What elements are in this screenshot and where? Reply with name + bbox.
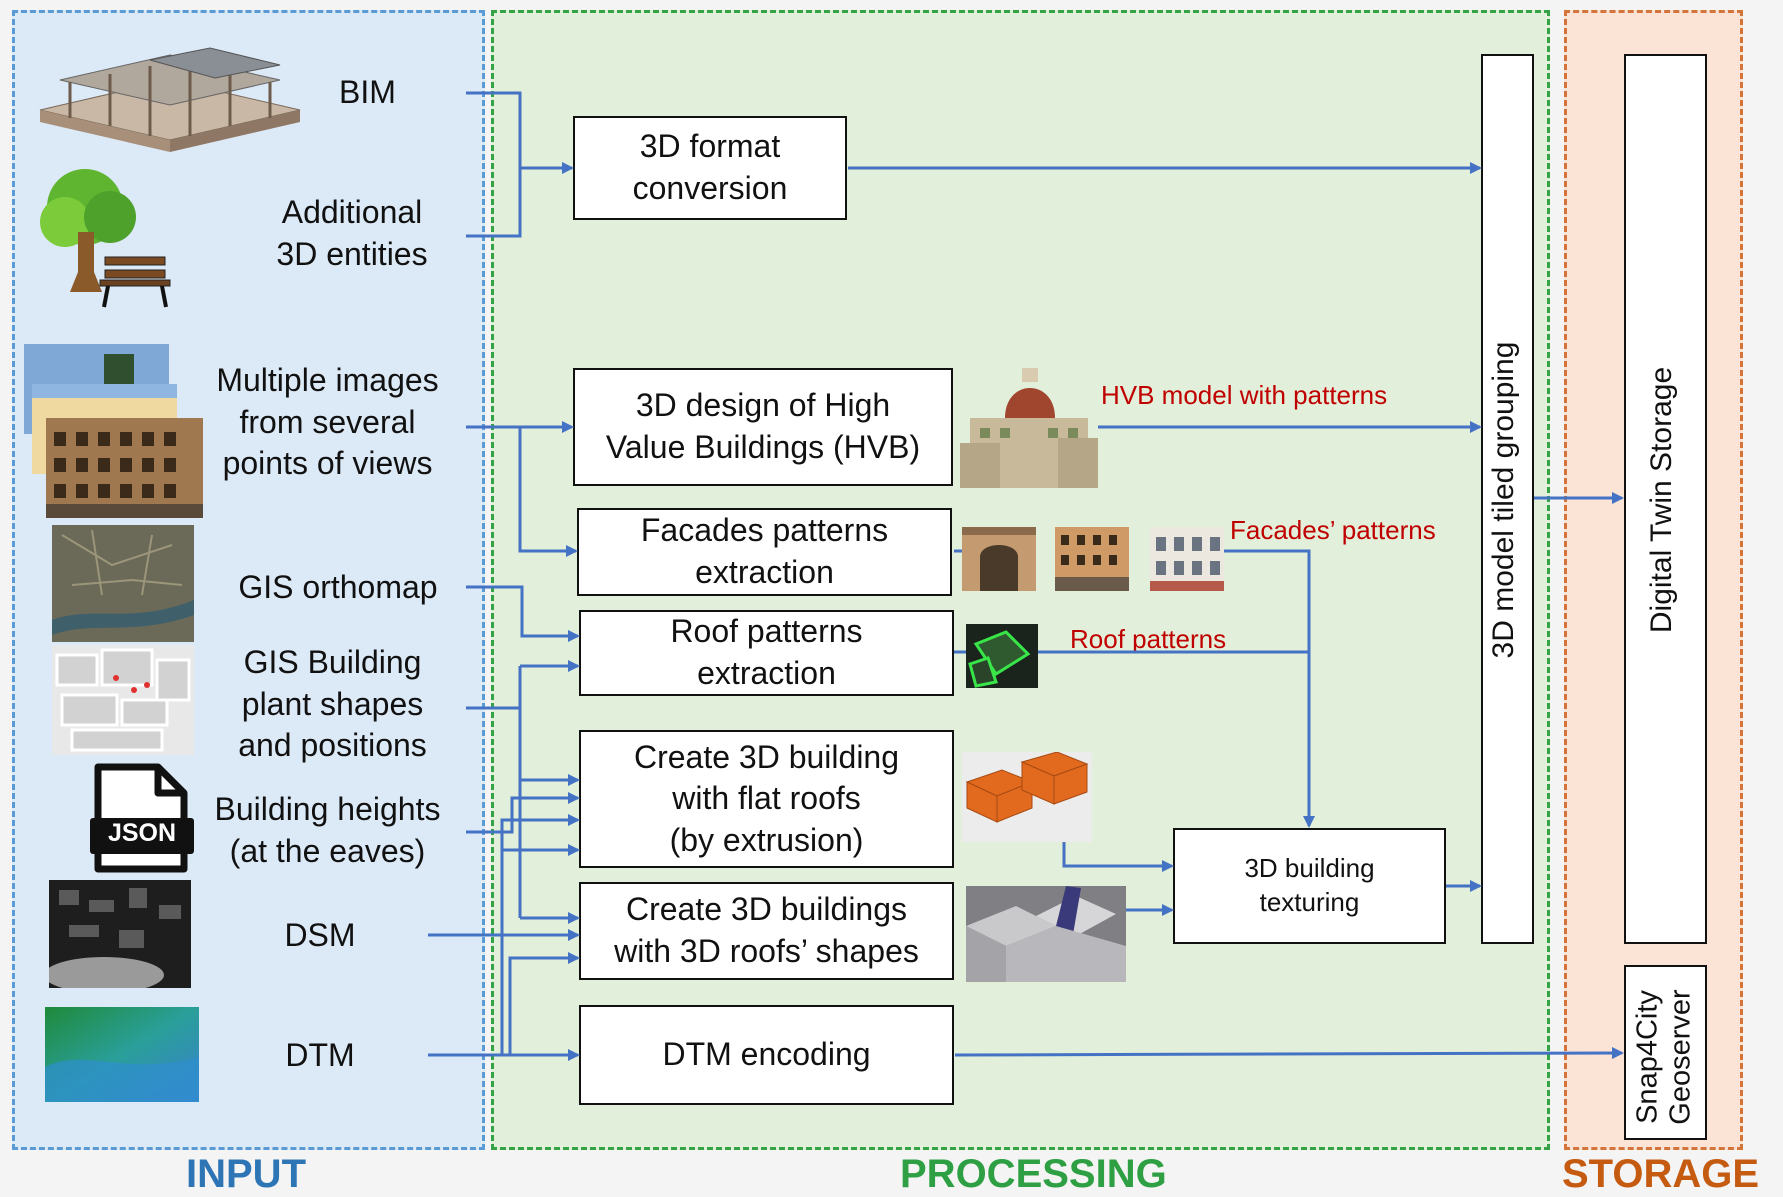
- roof-pattern-icon: [966, 624, 1038, 688]
- hvb-cathedral-icon: [960, 348, 1098, 496]
- tiled-grouping-box: [1481, 54, 1534, 944]
- processing-section-label: PROCESSING: [900, 1152, 1167, 1196]
- texturing-box: 3D building texturing: [1173, 828, 1446, 944]
- roof-pattern-label: Roof patterns: [1070, 624, 1227, 654]
- gis-shapes-icon: [52, 645, 194, 755]
- facade-pattern-icon-1: [962, 527, 1036, 591]
- additional-entities-label: Additional 3D entities: [276, 194, 428, 272]
- flat-roofs-box: Create 3D building with flat roofs (by e…: [579, 730, 954, 868]
- input-section-label: INPUT: [186, 1152, 306, 1196]
- dtm-encoding-box: DTM encoding: [579, 1005, 954, 1105]
- hvb-pattern-label: HVB model with patterns: [1101, 380, 1388, 410]
- json-badge-text: JSON: [107, 819, 177, 847]
- gis-orthomap-label: GIS orthomap: [238, 569, 438, 605]
- 3d-roof-model-icon: [966, 886, 1126, 982]
- geoserver-box: [1624, 965, 1707, 1140]
- storage-section-label: STORAGE: [1562, 1152, 1760, 1196]
- facades-pattern-label: Facades’ patterns: [1230, 515, 1436, 545]
- bim-label: BIM: [339, 74, 396, 110]
- building-heights-label: Building heights (at the eaves): [214, 791, 441, 869]
- bim-building-icon: [30, 40, 310, 155]
- photo-stack-icon: [24, 344, 204, 518]
- facades-extraction-box: Facades patterns extraction: [577, 508, 952, 596]
- dsm-label: DSM: [284, 917, 356, 953]
- orthomap-icon: [52, 525, 194, 642]
- dtm-label: DTM: [285, 1037, 355, 1073]
- facade-pattern-icon-2: [1055, 527, 1129, 591]
- tree-bench-icon: [30, 162, 180, 312]
- multiple-images-label: Multiple images from several points of v…: [216, 362, 439, 482]
- dsm-icon: [44, 880, 191, 993]
- digital-twin-storage-box: [1624, 54, 1707, 944]
- dtm-icon: [45, 1007, 199, 1102]
- roof-shapes-box: Create 3D buildings with 3D roofs’ shape…: [579, 882, 954, 980]
- facade-pattern-icon-3: [1150, 527, 1224, 591]
- gis-building-label: GIS Building plant shapes and positions: [238, 644, 427, 764]
- hvb-design-box: 3D design of High Value Buildings (HVB): [573, 368, 953, 486]
- roof-extraction-box: Roof patterns extraction: [579, 610, 954, 696]
- format-conversion-box: 3D format conversion: [573, 116, 847, 220]
- flat-roof-model-icon: [962, 751, 1092, 842]
- json-file-icon: JSON: [88, 763, 198, 873]
